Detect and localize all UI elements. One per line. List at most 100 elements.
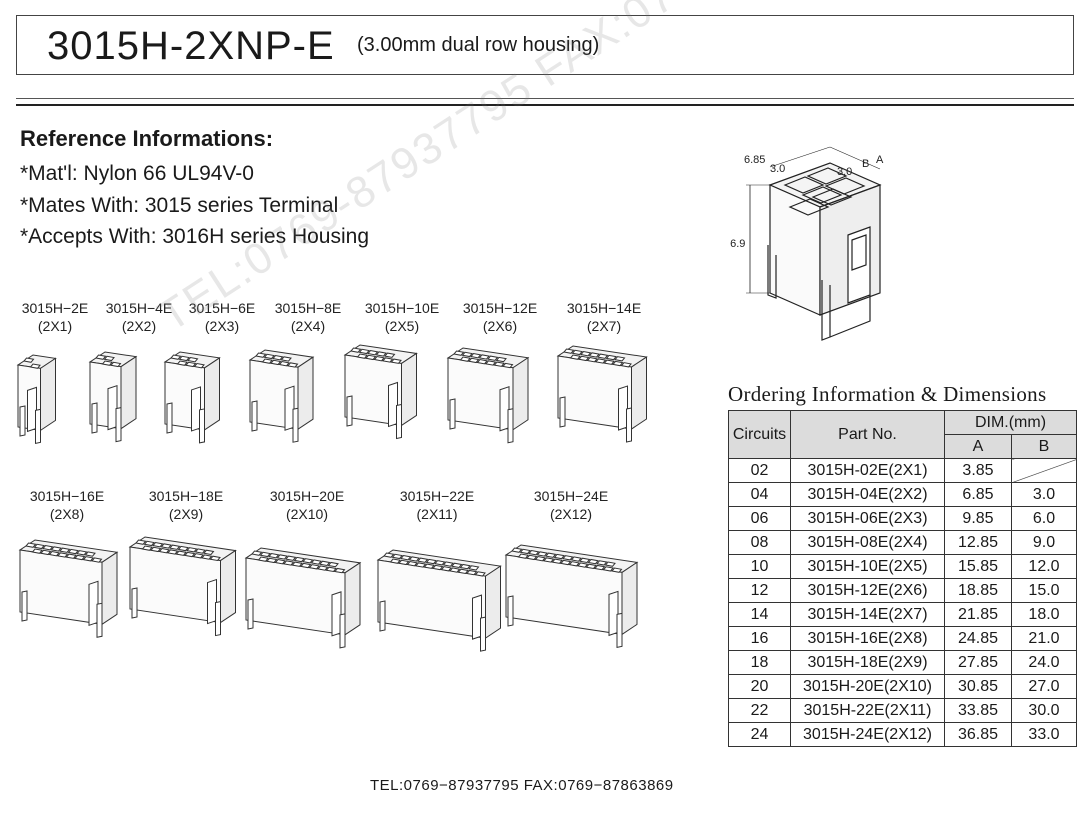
cavity: [585, 563, 597, 570]
cavity: [457, 568, 469, 575]
cavity: [187, 357, 199, 363]
leg-left: [346, 395, 353, 427]
housing-sketch: [446, 347, 530, 444]
leg-left: [166, 402, 173, 434]
cavity: [175, 550, 187, 556]
cavity: [596, 560, 608, 566]
cell-circuits: 12: [728, 578, 791, 603]
part-config: (2X7): [586, 318, 622, 334]
cavity: [612, 360, 624, 367]
cavity: [283, 560, 295, 566]
cavity: [274, 559, 286, 565]
part-config: (2X5): [384, 318, 420, 334]
part-label-14e: 3015H−14E(2X7): [549, 299, 659, 335]
cell-dim-b: 6.0: [1011, 506, 1077, 531]
cavity: [408, 556, 420, 562]
cavity: [308, 564, 320, 570]
cell-dim-b: 21.0: [1011, 626, 1077, 651]
cavity: [442, 561, 454, 567]
part-config: (2X6): [482, 318, 518, 334]
housing-sketch: [343, 344, 418, 440]
part-config: (2X4): [290, 318, 326, 334]
cavity: [110, 361, 122, 368]
cavity: [59, 547, 71, 553]
reference-mates-with: *Mates With: 3015 series Terminal: [20, 194, 339, 217]
cavity: [42, 545, 54, 551]
cavity: [209, 555, 221, 562]
cavity: [186, 547, 198, 553]
leg-right: [292, 407, 299, 443]
cavity: [474, 571, 486, 577]
leg-right: [626, 407, 632, 443]
cavity: [423, 563, 435, 569]
cavity: [571, 349, 583, 356]
cavity: [310, 559, 322, 565]
cavity: [466, 569, 478, 576]
cell-dim-b: [1011, 458, 1077, 483]
housing-side: [512, 356, 529, 431]
cavity: [278, 361, 290, 367]
cavity: [391, 553, 403, 560]
leg-right: [507, 408, 514, 444]
housing-sketch: [128, 536, 237, 637]
cavity: [350, 347, 362, 353]
part-label-20e: 3015H−20E(2X10): [252, 487, 362, 523]
cavity: [580, 351, 592, 357]
cell-dim-a: 36.85: [944, 722, 1012, 747]
cavity: [143, 540, 155, 547]
cavity: [255, 352, 267, 358]
part-config: (2X2): [121, 318, 157, 334]
part-config: (2X3): [204, 318, 240, 334]
housing-side: [204, 356, 220, 431]
cavity: [545, 552, 557, 558]
cell-circuits: 20: [728, 674, 791, 699]
leg-right: [396, 403, 402, 440]
dimension-drawing: 6.85 3.0 3.0 B A 16.9: [730, 146, 884, 341]
leg-right: [480, 616, 486, 652]
cavity: [261, 358, 273, 364]
cavity: [302, 558, 314, 564]
cavity: [263, 353, 275, 360]
cavity: [406, 561, 418, 567]
cavity: [57, 552, 69, 558]
cavity: [325, 566, 337, 573]
footer-contact: TEL:0769−87937795 FAX:0769−87863869: [370, 777, 674, 794]
cavity: [425, 558, 437, 565]
cell-part-no: 3015H-04E(2X2): [790, 482, 945, 507]
cavity: [614, 356, 626, 362]
part-name: 3015H−4E: [105, 300, 173, 316]
cavity: [485, 360, 497, 366]
cavity: [451, 562, 463, 569]
cavity: [569, 354, 581, 360]
cell-circuits: 22: [728, 698, 791, 723]
dim-label-3-0-a: 3.0: [770, 163, 785, 175]
cavity: [383, 552, 395, 558]
part-label-6e: 3015H−6E(2X3): [167, 299, 277, 335]
cell-circuits: 08: [728, 530, 791, 555]
housing-sketch: [16, 354, 57, 444]
cell-part-no: 3015H-06E(2X3): [790, 506, 945, 531]
housing-sketch: [376, 549, 502, 652]
cavity: [415, 562, 427, 568]
leg-left: [379, 600, 386, 632]
cavity: [201, 554, 213, 560]
part-label-8e: 3015H−8E(2X4): [253, 299, 363, 335]
part-config: (2X1): [37, 318, 73, 334]
cavity: [595, 358, 607, 364]
cell-dim-b: 9.0: [1011, 530, 1077, 555]
cell-dim-b: 24.0: [1011, 650, 1077, 675]
housing-sketch: [18, 539, 119, 638]
title-box: 3015H-2XNP-E (3.00mm dual row housing): [16, 15, 1074, 75]
cavity: [84, 551, 96, 557]
cell-dim-a: 3.85: [944, 458, 1012, 483]
cavity: [519, 548, 531, 555]
cavity: [603, 359, 615, 365]
housing-sketch: [556, 345, 648, 443]
cavity: [461, 351, 473, 358]
leg-left: [449, 398, 456, 430]
housing-side: [344, 561, 361, 636]
cavity: [317, 565, 329, 571]
part-config: (2X10): [285, 506, 329, 522]
